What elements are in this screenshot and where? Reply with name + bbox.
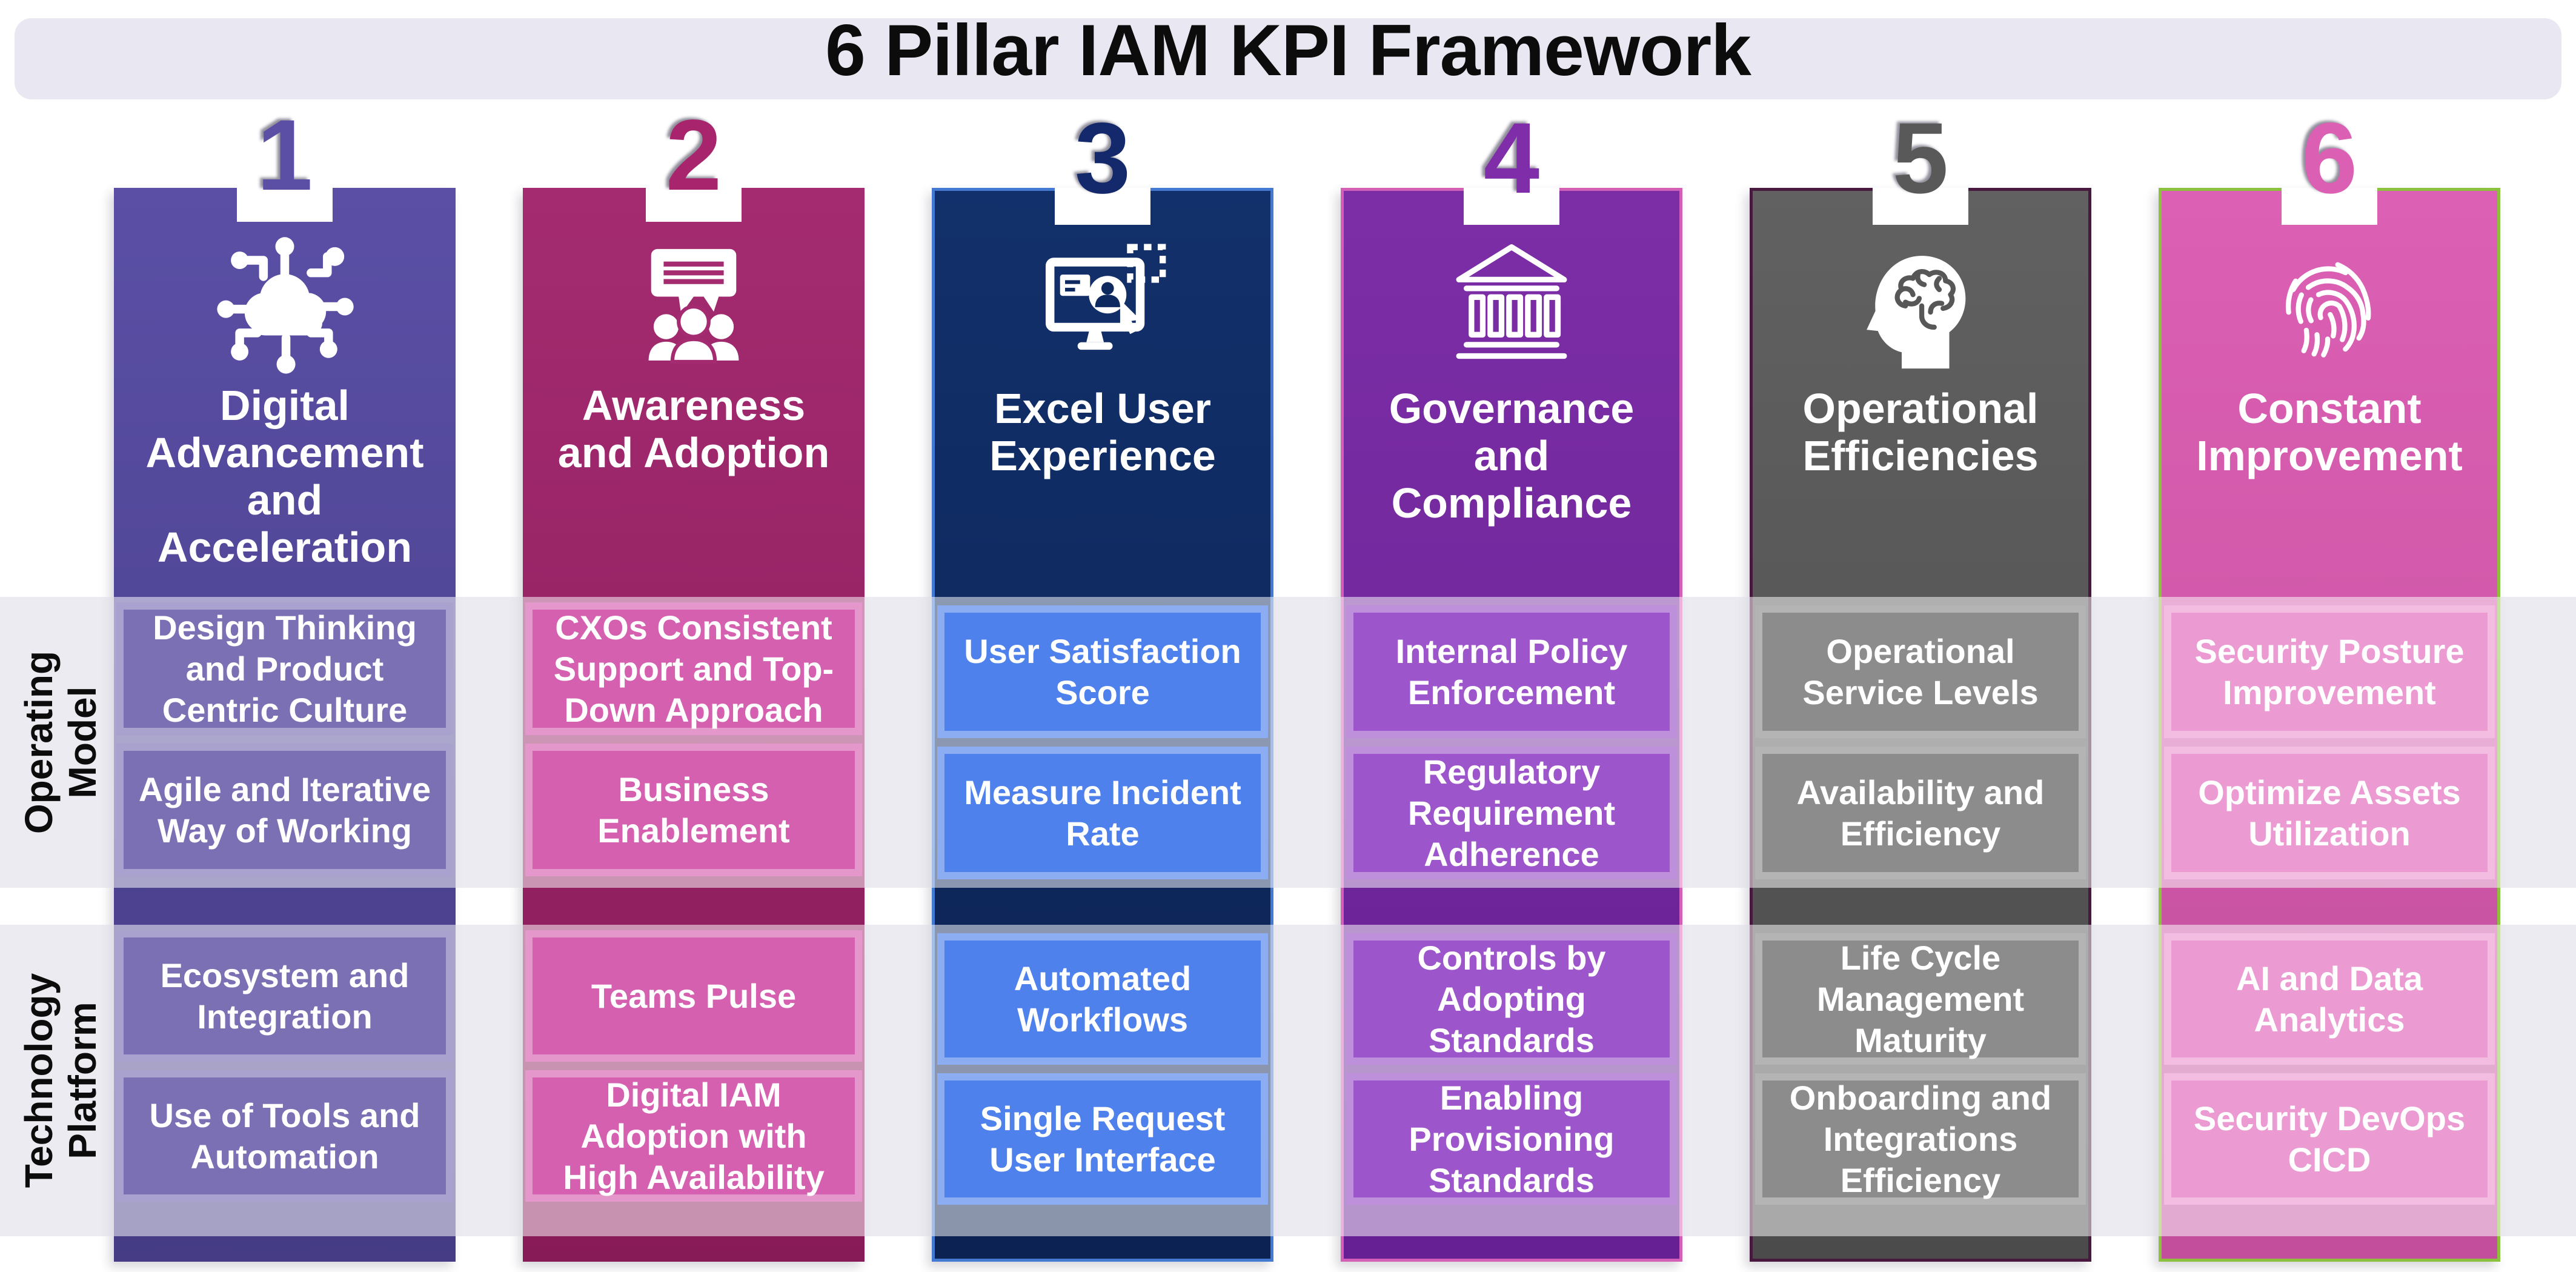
kpi-box: Availability and Efficiency bbox=[1755, 747, 2086, 879]
chat-people-icon bbox=[523, 231, 865, 382]
pillar-title: Constant Improvement bbox=[2196, 385, 2463, 479]
pillar-governance-compliance: 4 Governance and Compliance Internal Pol… bbox=[1341, 108, 1682, 1262]
fingerprint-icon bbox=[2162, 235, 2497, 385]
pillar-number: 4 bbox=[1483, 102, 1540, 215]
kpi-box: User Satisfaction Score bbox=[937, 605, 1268, 738]
kpi-box: AI and Data Analytics bbox=[2164, 933, 2495, 1065]
pillar-notch bbox=[1055, 188, 1150, 225]
kpi-box: Automated Workflows bbox=[937, 933, 1268, 1065]
kpi-box: Onboarding and Integrations Efficiency bbox=[1755, 1073, 2086, 1205]
kpi-box: Use of Tools and Automation bbox=[116, 1070, 453, 1202]
pillar-notch bbox=[1464, 188, 1559, 225]
pillar-title: Operational Efficiencies bbox=[1802, 385, 2039, 479]
pillar-title: Digital Advancement and Acceleration bbox=[145, 382, 424, 571]
icon-svg bbox=[217, 237, 354, 374]
icon-svg bbox=[648, 248, 739, 364]
pillar-number: 3 bbox=[1074, 102, 1131, 215]
pillar-number: 6 bbox=[2301, 102, 2358, 215]
title-bar: 6 Pillar IAM KPI Framework bbox=[15, 10, 2561, 99]
row-label-operating-model: Operating Model bbox=[0, 597, 121, 888]
kpi-box: Design Thinking and Product Centric Cult… bbox=[116, 602, 453, 735]
kpi-box: Measure Incident Rate bbox=[937, 747, 1268, 879]
monitor-user-icon bbox=[935, 235, 1270, 385]
pillar-title: Awareness and Adoption bbox=[557, 382, 830, 476]
head-brain-icon bbox=[1753, 235, 2088, 385]
kpi-box: Business Enablement bbox=[525, 744, 862, 876]
pillar-title: Excel User Experience bbox=[989, 385, 1216, 479]
pillar-notch bbox=[1873, 188, 1968, 225]
kpi-box: Internal Policy Enforcement bbox=[1346, 605, 1677, 738]
pillar-operational-efficiencies: 5 Operational Efficiencies Operational S… bbox=[1750, 108, 2091, 1262]
page-title: 6 Pillar IAM KPI Framework bbox=[825, 10, 1751, 91]
kpi-box: Enabling Provisioning Standards bbox=[1346, 1073, 1677, 1205]
pillar-constant-improvement: 6 Constant Improvement Security Posture … bbox=[2159, 108, 2500, 1262]
row-label-technology-platform: Technology Platform bbox=[0, 925, 121, 1236]
icon-svg bbox=[2286, 262, 2371, 358]
kpi-box: Single Request User Interface bbox=[937, 1073, 1268, 1205]
kpi-box: Regulatory Requirement Adherence bbox=[1346, 747, 1677, 879]
icon-svg bbox=[1867, 256, 1966, 369]
pillar-notch bbox=[646, 185, 742, 222]
kpi-box: Security DevOps CICD bbox=[2164, 1073, 2495, 1205]
bank-icon bbox=[1344, 235, 1679, 385]
kpi-box: Digital IAM Adoption with High Availabil… bbox=[525, 1070, 862, 1202]
row-label-text: Technology Platform bbox=[17, 973, 104, 1188]
pillar-number: 1 bbox=[256, 99, 313, 211]
pillar-digital-advancement: 1 bbox=[114, 105, 456, 1262]
kpi-box: Security Posture Improvement bbox=[2164, 605, 2495, 738]
kpi-box: Optimize Assets Utilization bbox=[2164, 747, 2495, 879]
pillar-notch bbox=[2282, 188, 2377, 225]
kpi-box: CXOs Consistent Support and Top- Down Ap… bbox=[525, 602, 862, 735]
pillar-excel-user-experience: 3 Excel User Experience User Satisfactio… bbox=[932, 108, 1273, 1262]
pillar-awareness-adoption: 2 Awareness and Adoption CXOs Consistent… bbox=[523, 105, 865, 1262]
pillar-title: Governance and Compliance bbox=[1389, 385, 1635, 527]
kpi-box: Ecosystem and Integration bbox=[116, 930, 453, 1062]
cloud-network-icon bbox=[114, 231, 456, 382]
icon-svg bbox=[1456, 244, 1567, 359]
kpi-box: Life Cycle Management Maturity bbox=[1755, 933, 2086, 1065]
row-label-text: Operating Model bbox=[17, 650, 104, 834]
pillar-notch bbox=[237, 185, 333, 222]
pillar-number: 2 bbox=[665, 99, 722, 211]
kpi-box: Operational Service Levels bbox=[1755, 605, 2086, 738]
kpi-box: Agile and Iterative Way of Working bbox=[116, 744, 453, 876]
icon-svg bbox=[1045, 244, 1166, 350]
pillar-number: 5 bbox=[1892, 102, 1949, 215]
kpi-box: Controls by Adopting Standards bbox=[1346, 933, 1677, 1065]
kpi-box: Teams Pulse bbox=[525, 930, 862, 1062]
